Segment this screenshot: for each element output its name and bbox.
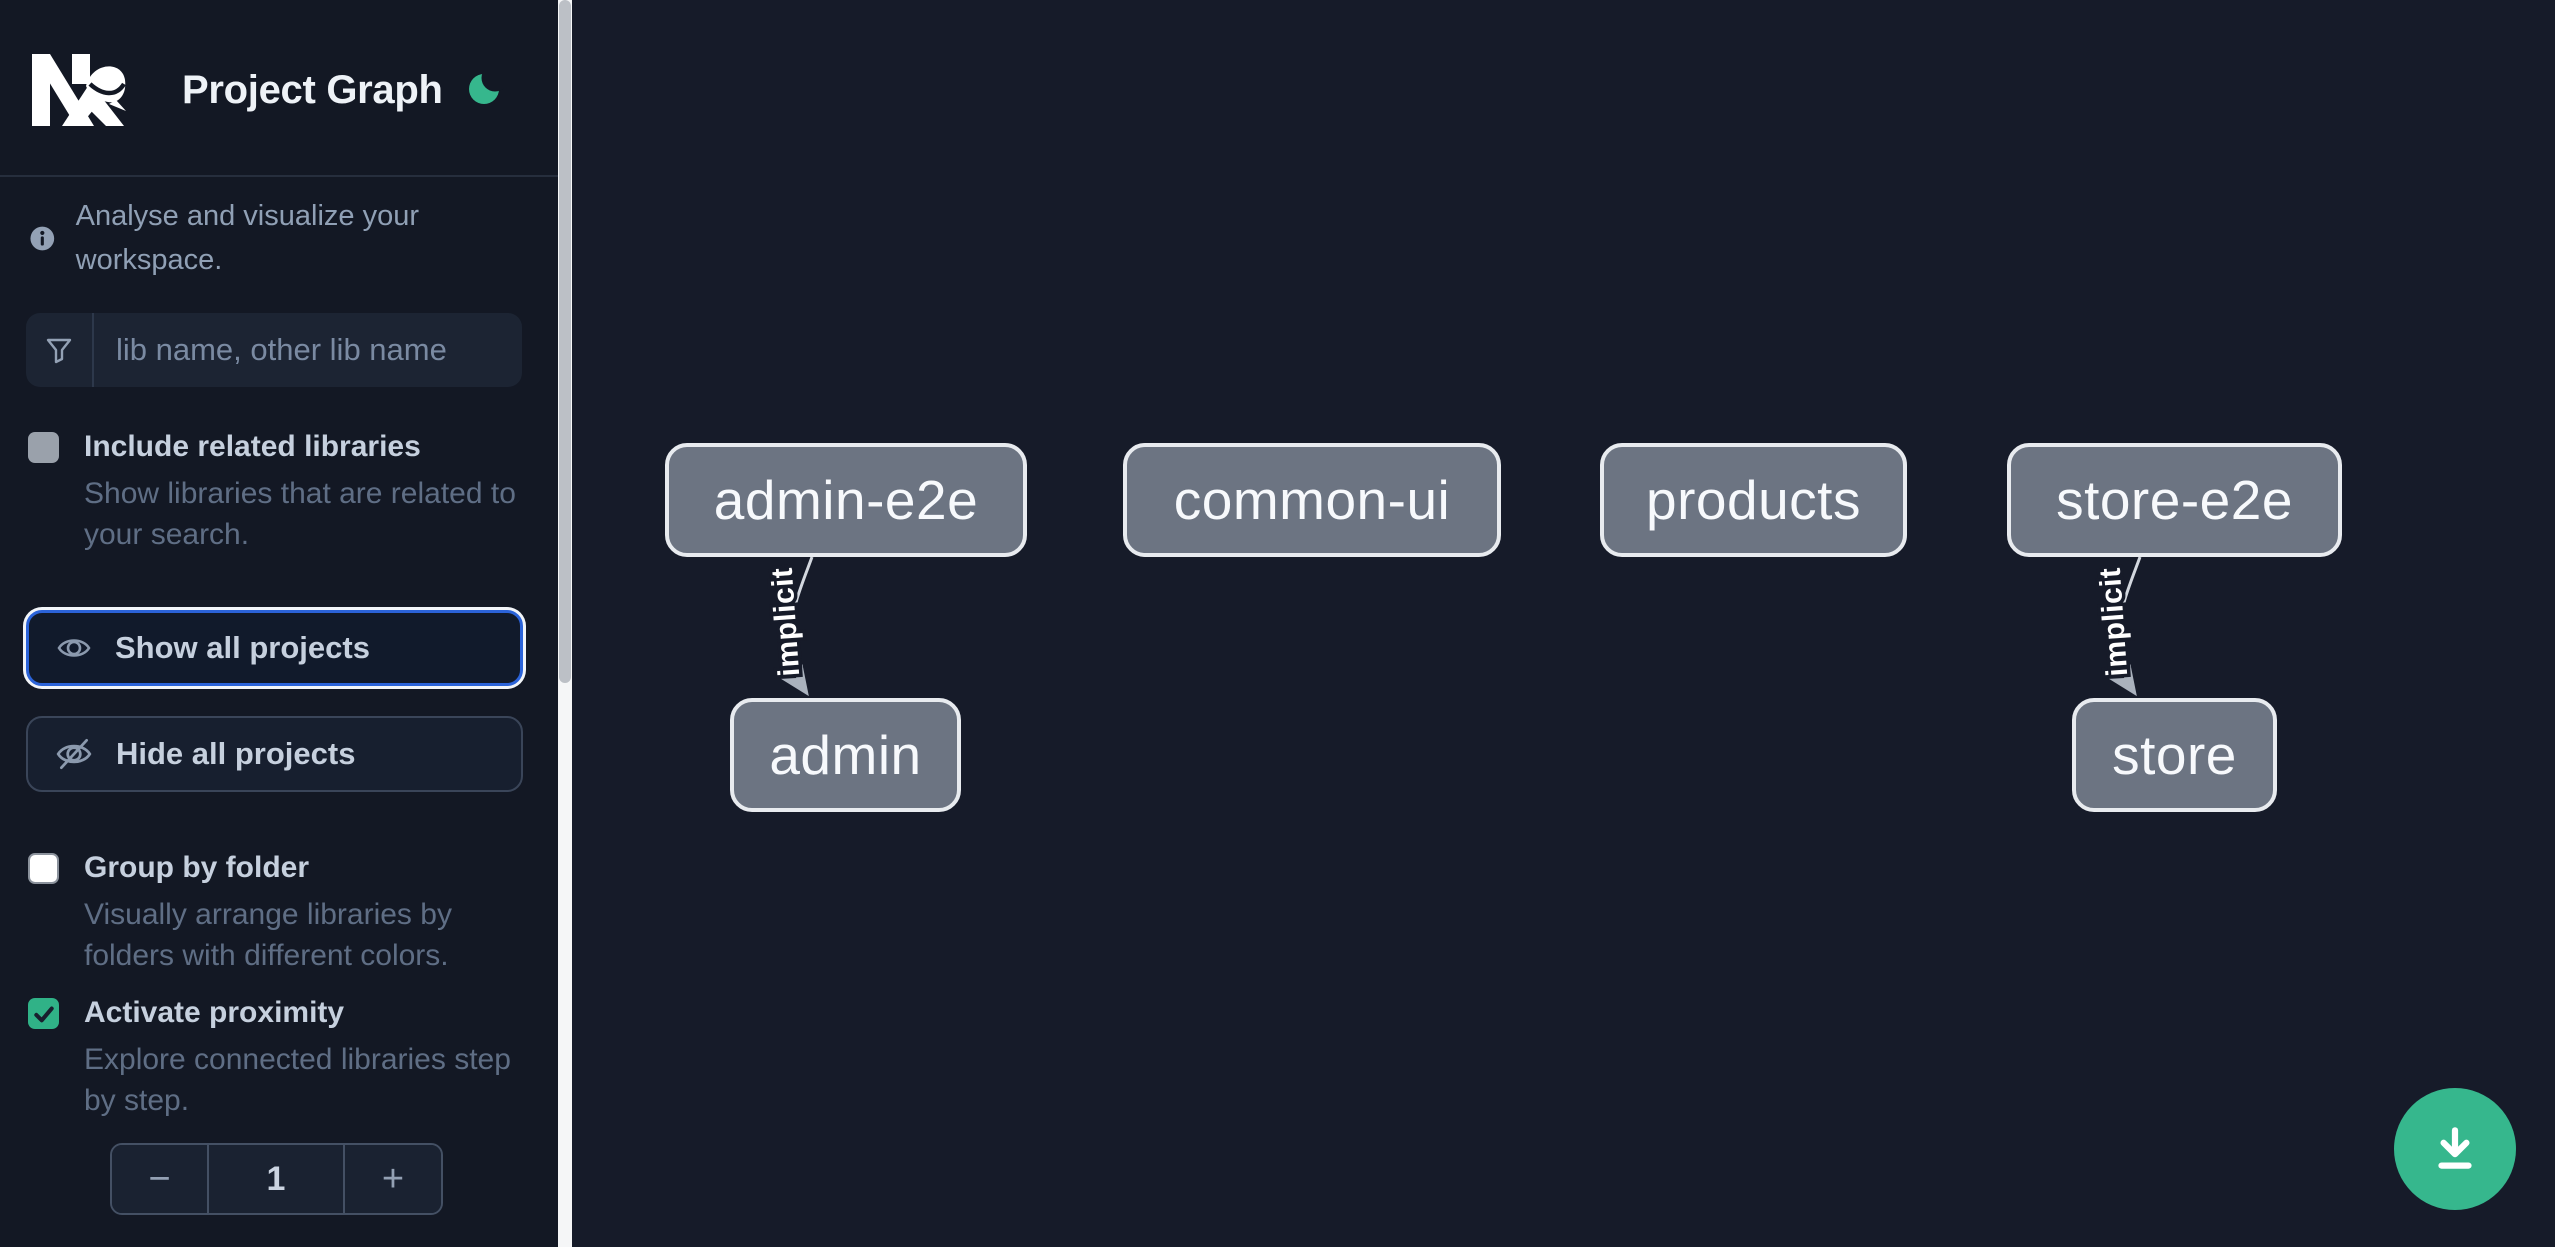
activate-proximity-checkbox[interactable] <box>28 998 59 1029</box>
graph-canvas[interactable]: implicit implicit admin-e2e common-ui pr… <box>572 0 2555 1247</box>
graph-node-admin-e2e[interactable]: admin-e2e <box>665 443 1027 557</box>
activate-proximity-label: Activate proximity <box>84 996 345 1029</box>
download-icon <box>2438 1127 2472 1169</box>
graph-edges-layer: implicit implicit <box>762 556 2142 697</box>
moon-icon <box>469 64 509 104</box>
activate-proximity-description: Explore connected libraries step by step… <box>84 1043 511 1117</box>
filter-input[interactable] <box>94 313 522 387</box>
edge-line <box>781 556 814 697</box>
brand-header: Project Graph <box>0 0 558 175</box>
group-by-folder-description: Visually arrange libraries by folders wi… <box>84 898 452 972</box>
sidebar-scrollbar[interactable] <box>558 0 572 1247</box>
activate-proximity-row: Activate proximity Explore connected lib… <box>28 997 528 1121</box>
group-by-folder-label: Group by folder <box>84 851 309 884</box>
proximity-increment-button[interactable]: + <box>345 1145 441 1213</box>
graph-node-store[interactable]: store <box>2072 698 2277 812</box>
proximity-stepper: − 1 + <box>110 1143 443 1215</box>
sidebar-scrollbar-thumb[interactable] <box>559 0 571 683</box>
graph-node-admin[interactable]: admin <box>730 698 961 812</box>
edge-label-implicit[interactable]: implicit <box>762 563 810 681</box>
include-related-label: Include related libraries <box>84 430 421 463</box>
hide-all-projects-button[interactable]: Hide all projects <box>26 716 523 792</box>
theme-toggle-button[interactable] <box>464 64 509 110</box>
tagline-text: Analyse and visualize your workspace. <box>75 200 419 276</box>
include-related-row: Include related libraries Show libraries… <box>28 431 528 555</box>
edge-label-implicit[interactable]: implicit <box>2090 563 2138 681</box>
graph-node-store-e2e[interactable]: store-e2e <box>2007 443 2342 557</box>
info-icon <box>30 226 55 250</box>
proximity-decrement-button[interactable]: − <box>112 1145 207 1213</box>
filter-box <box>26 313 522 387</box>
include-related-description: Show libraries that are related to your … <box>84 477 516 551</box>
graph-node-products[interactable]: products <box>1600 443 1907 557</box>
edge-store-e2e-to-store: implicit <box>2090 556 2142 697</box>
funnel-icon <box>26 313 94 387</box>
graph-node-common-ui[interactable]: common-ui <box>1123 443 1501 557</box>
group-by-folder-checkbox[interactable] <box>28 853 59 884</box>
divider <box>0 175 558 177</box>
tagline-row: Analyse and visualize your workspace. <box>30 194 530 282</box>
checkmark-icon <box>33 1006 54 1022</box>
eye-slash-icon <box>56 738 92 770</box>
include-related-checkbox[interactable] <box>28 432 59 463</box>
download-image-button[interactable] <box>2394 1088 2516 1210</box>
edge-admin-e2e-to-admin: implicit <box>762 556 814 697</box>
show-all-projects-button[interactable]: Show all projects <box>26 610 523 686</box>
proximity-depth-value: 1 <box>207 1145 345 1213</box>
nx-logo-icon <box>32 54 126 126</box>
eye-icon <box>57 639 91 657</box>
page-title: Project Graph <box>182 68 443 112</box>
sidebar: Project Graph Analyse and visualize your… <box>0 0 558 1247</box>
group-by-folder-row: Group by folder Visually arrange librari… <box>28 852 528 976</box>
edge-line <box>2109 556 2142 697</box>
